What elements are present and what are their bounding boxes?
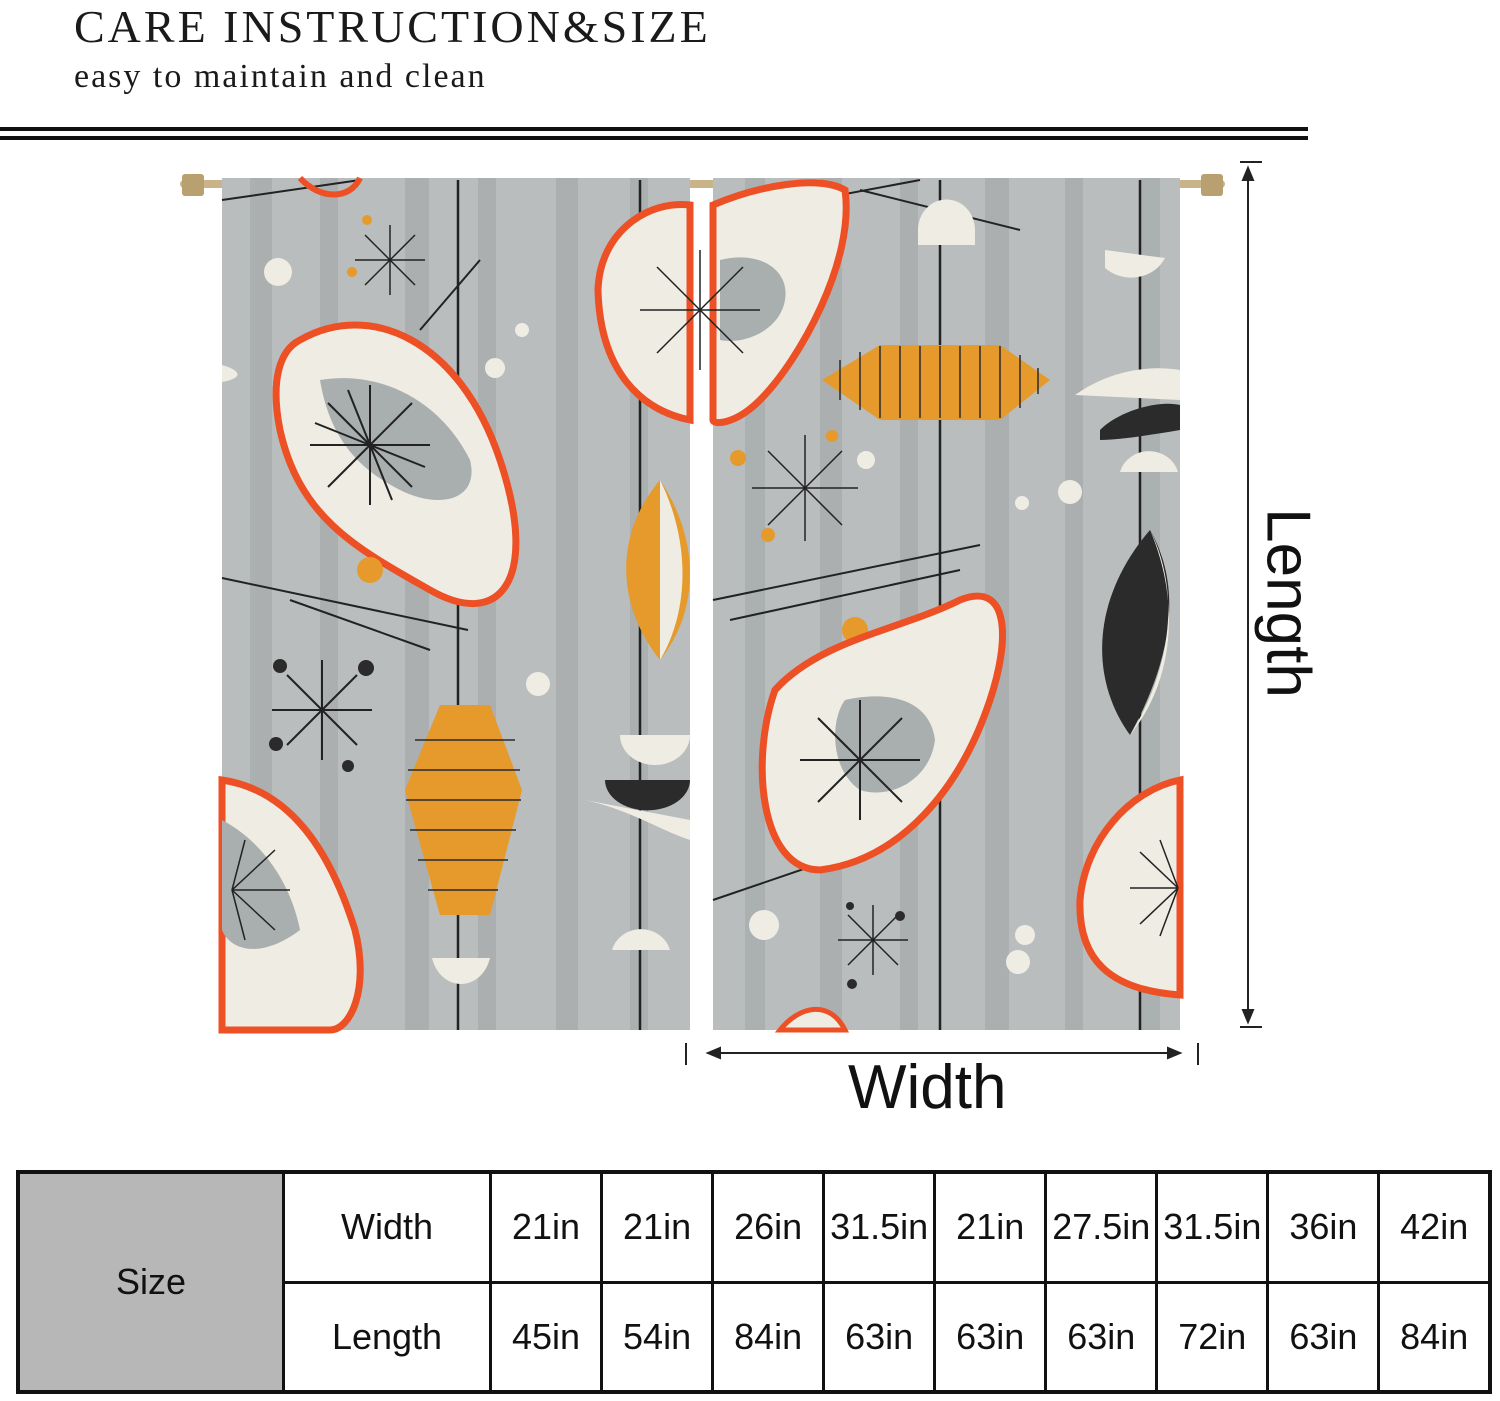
- width-cell: 31.5in: [822, 1170, 937, 1284]
- length-dimension-label: Length: [1253, 508, 1323, 698]
- width-cell: 21in: [488, 1170, 604, 1284]
- right-curtain-panel: [594, 178, 1184, 1033]
- length-row-header: Length: [282, 1280, 492, 1394]
- curtain-illustration: [180, 161, 1262, 1065]
- size-header-cell: Size: [16, 1170, 285, 1394]
- dimension-arrows: [685, 161, 1262, 1065]
- left-curtain-panel: [218, 175, 690, 1034]
- length-cell: 63in: [822, 1280, 937, 1394]
- width-cell: 27.5in: [1044, 1170, 1159, 1284]
- width-cell: 42in: [1377, 1170, 1492, 1284]
- length-cell: 84in: [711, 1280, 826, 1394]
- length-cell: 63in: [1266, 1280, 1381, 1394]
- width-cell: 21in: [600, 1170, 715, 1284]
- length-cell: 72in: [1155, 1280, 1270, 1394]
- page-subtitle: easy to maintain and clean: [74, 58, 487, 95]
- width-row-header: Width: [282, 1170, 492, 1284]
- width-row: Size Width 21in 21in 26in 31.5in 21in 27…: [16, 1170, 1492, 1394]
- size-chart-table: Size Width 21in 21in 26in 31.5in 21in 27…: [16, 1170, 1492, 1394]
- header-divider-bottom: [0, 136, 1308, 140]
- width-cell: 31.5in: [1155, 1170, 1270, 1284]
- width-cell: 36in: [1266, 1170, 1381, 1284]
- page-title: CARE INSTRUCTION&SIZE: [74, 1, 711, 52]
- width-cell: 26in: [711, 1170, 826, 1284]
- width-dimension-label: Width: [848, 1053, 1007, 1122]
- length-cell: 63in: [933, 1280, 1048, 1394]
- length-cell: 45in: [488, 1280, 604, 1394]
- header-divider-top: [0, 127, 1308, 131]
- length-cell: 54in: [600, 1280, 715, 1394]
- length-cell: 84in: [1377, 1280, 1492, 1394]
- length-row: Length 45in 54in 84in 63in 63in 63in 72i…: [18, 1280, 1492, 1394]
- length-cell: 63in: [1044, 1280, 1159, 1394]
- width-cell: 21in: [933, 1170, 1048, 1284]
